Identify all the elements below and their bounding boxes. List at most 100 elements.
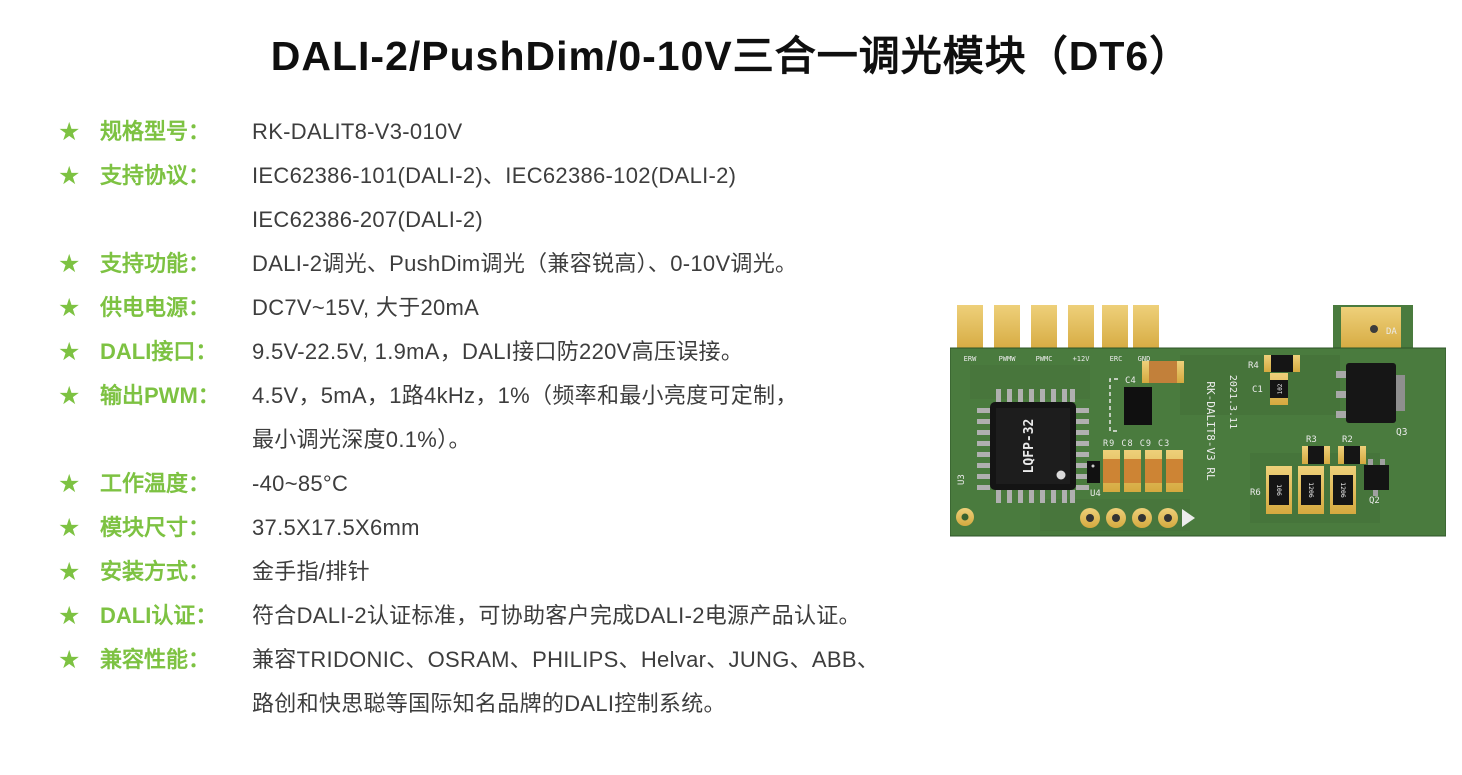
spec-row-compatibility: ★ 兼容性能： 兼容TRIDONIC、OSRAM、PHILIPS、Helvar、…	[58, 638, 943, 726]
spec-row-model: ★ 规格型号： RK-DALIT8-V3-010V	[58, 110, 943, 154]
spec-value-line: RK-DALIT8-V3-010V	[252, 119, 463, 144]
passives-row-label: R9 C8 C9 C3	[1103, 439, 1170, 449]
r6-row: R6 106 1206 1206	[1250, 466, 1356, 514]
pin-label-12v: +12V	[1073, 355, 1091, 363]
ref-r2: R2	[1342, 435, 1353, 445]
da-pad-label: DA	[1386, 327, 1397, 337]
spec-row-dali-interface: ★ DALI接口： 9.5V-22.5V, 1.9mA，DALI接口防220V高…	[58, 330, 943, 374]
pin-label-erc: ERC	[1110, 355, 1123, 363]
star-icon: ★	[58, 602, 81, 630]
qfp-chip: LQFP-32	[977, 389, 1089, 503]
spec-value-line: 最小调光深度0.1%）。	[252, 427, 471, 452]
triangle-marker	[1182, 509, 1195, 527]
spec-label: 安装方式：	[100, 559, 211, 584]
spec-row-functions: ★ 支持功能： DALI-2调光、PushDim调光（兼容锐高）、0-10V调光…	[58, 242, 943, 286]
spec-value: RK-DALIT8-V3-010V	[252, 110, 463, 154]
spec-value: 金手指/排针	[252, 550, 370, 594]
q3-component: Q3	[1336, 363, 1407, 438]
spec-value: DC7V~15V, 大于20mA	[252, 286, 479, 330]
spec-label: 供电电源：	[100, 295, 211, 320]
c1-mark: 102	[1277, 383, 1284, 394]
ref-q2: Q2	[1369, 496, 1380, 506]
spec-label: DALI接口：	[100, 339, 218, 364]
pin-label-erw: ERW	[964, 355, 977, 363]
r3-r2-components: R3 R2	[1302, 435, 1366, 464]
chip-label: LQFP-32	[1022, 419, 1037, 474]
c1-component: C1 102	[1252, 373, 1288, 405]
spec-value: DALI-2调光、PushDim调光（兼容锐高）、0-10V调光。	[252, 242, 797, 286]
spec-value-line: 路创和快思聪等国际知名品牌的DALI控制系统。	[252, 691, 726, 716]
star-icon: ★	[58, 514, 81, 542]
spec-value-line: DALI-2调光、PushDim调光（兼容锐高）、0-10V调光。	[252, 251, 798, 276]
spec-value-line: 符合DALI-2认证标准，可协助客户完成DALI-2电源产品认证。	[252, 603, 861, 628]
gold-finger-pads	[957, 305, 1159, 352]
pin-label-pwmw: PWMW	[999, 355, 1017, 363]
spec-value-line: DC7V~15V, 大于20mA	[252, 295, 480, 320]
spec-list: ★ 规格型号： RK-DALIT8-V3-010V ★ 支持协议： IEC623…	[58, 110, 943, 726]
spec-value: IEC62386-101(DALI-2)、IEC62386-102(DALI-2…	[252, 154, 736, 242]
ref-u3: U3	[957, 474, 967, 485]
passives-row: R9 C8 C9 C3	[1087, 439, 1183, 492]
spec-label: 支持协议：	[100, 163, 211, 188]
r6-mark-1: 106	[1275, 484, 1283, 496]
spec-value: 4.5V，5mA，1路4kHz，1%（频率和最小亮度可定制， 最小调光深度0.1…	[252, 374, 798, 462]
pin1-dot	[1056, 470, 1066, 480]
spec-label: 兼容性能：	[100, 647, 211, 672]
spec-row-mounting: ★ 安装方式： 金手指/排针	[58, 550, 943, 594]
star-icon: ★	[58, 118, 81, 146]
spec-value: 符合DALI-2认证标准，可协助客户完成DALI-2电源产品认证。	[252, 594, 861, 638]
spec-label: 输出PWM：	[100, 383, 220, 408]
model-silkscreen: RK-DALIT8-V3 RL	[1204, 381, 1217, 481]
spec-value: 37.5X17.5X6mm	[252, 506, 420, 550]
spec-row-power: ★ 供电电源： DC7V~15V, 大于20mA	[58, 286, 943, 330]
star-icon: ★	[58, 382, 81, 410]
spec-value: 兼容TRIDONIC、OSRAM、PHILIPS、Helvar、JUNG、ABB…	[252, 638, 879, 726]
r4-component: R4	[1248, 355, 1300, 372]
bottom-pads	[956, 508, 1195, 528]
spec-row-pwm-output: ★ 输出PWM： 4.5V，5mA，1路4kHz，1%（频率和最小亮度可定制， …	[58, 374, 943, 462]
spec-value-line: IEC62386-207(DALI-2)	[252, 207, 484, 232]
spec-row-dimensions: ★ 模块尺寸： 37.5X17.5X6mm	[58, 506, 943, 550]
pcb-photo: ERW PWMW PWMC +12V ERC GND LQFP-32	[950, 305, 1446, 537]
c4-area: C4	[1109, 361, 1184, 432]
ref-q3: Q3	[1396, 427, 1407, 438]
spec-value-line: 4.5V，5mA，1路4kHz，1%（频率和最小亮度可定制，	[252, 383, 798, 408]
ref-u4: U4	[1090, 489, 1101, 499]
spec-label: DALI认证：	[100, 603, 218, 628]
spec-value-line: 9.5V-22.5V, 1.9mA，DALI接口防220V高压误接。	[252, 339, 744, 364]
star-icon: ★	[58, 470, 81, 498]
star-icon: ★	[58, 250, 81, 278]
star-icon: ★	[58, 162, 81, 190]
pin-label-pwmc: PWMC	[1036, 355, 1053, 363]
spec-label: 模块尺寸：	[100, 515, 211, 540]
spec-value-line: 37.5X17.5X6mm	[252, 515, 420, 540]
star-icon: ★	[58, 558, 81, 586]
spec-label: 工作温度：	[100, 471, 211, 496]
page-title: DALI-2/PushDim/0-10V三合一调光模块（DT6）	[270, 33, 1192, 79]
spec-value-line: 金手指/排针	[252, 559, 370, 584]
spec-row-protocol: ★ 支持协议： IEC62386-101(DALI-2)、IEC62386-10…	[58, 154, 943, 242]
star-icon: ★	[58, 294, 81, 322]
da-pad-dot	[1370, 325, 1378, 333]
spec-value-line: 兼容TRIDONIC、OSRAM、PHILIPS、Helvar、JUNG、ABB…	[252, 647, 880, 672]
ref-r3: R3	[1306, 435, 1317, 445]
spec-value: 9.5V-22.5V, 1.9mA，DALI接口防220V高压误接。	[252, 330, 743, 374]
spec-row-temperature: ★ 工作温度： -40~85°C	[58, 462, 943, 506]
spec-label: 规格型号：	[100, 119, 211, 144]
r6-mark-2: 1206	[1307, 482, 1315, 498]
spec-label: 支持功能：	[100, 251, 211, 276]
ref-c4: C4	[1125, 376, 1136, 386]
spec-value-line: -40~85°C	[252, 471, 349, 496]
r6-mark-3: 1206	[1339, 482, 1347, 498]
star-icon: ★	[58, 338, 81, 366]
ref-c1: C1	[1252, 385, 1263, 395]
pin-label-gnd: GND	[1138, 355, 1151, 363]
spec-value: -40~85°C	[252, 462, 348, 506]
date-silkscreen: 2021.3.11	[1227, 375, 1238, 429]
ref-r4: R4	[1248, 361, 1259, 371]
pin-labels: ERW PWMW PWMC +12V ERC GND	[964, 355, 1151, 363]
q2-component: Q2	[1364, 459, 1389, 506]
spec-value-line: IEC62386-101(DALI-2)、IEC62386-102(DALI-2…	[252, 163, 737, 188]
ref-r6: R6	[1250, 488, 1261, 498]
star-icon: ★	[58, 646, 81, 674]
